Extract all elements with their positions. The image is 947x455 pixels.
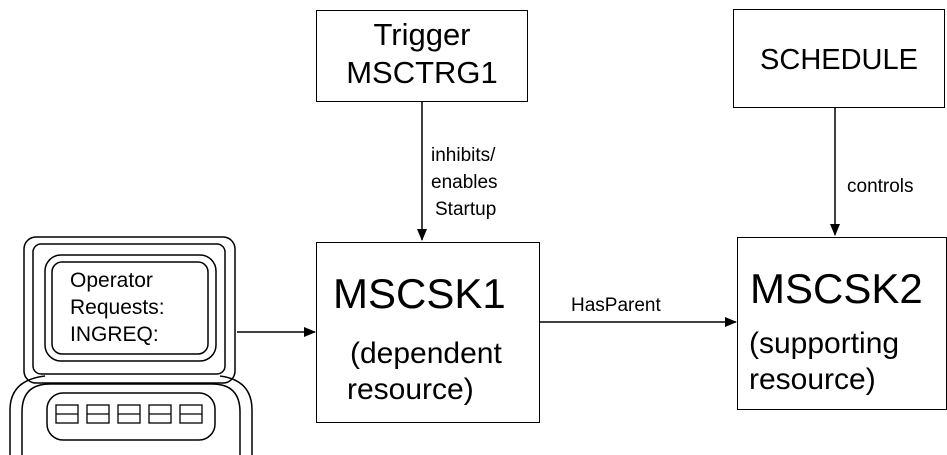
hasparent-arrow-label: HasParent xyxy=(571,295,661,316)
trigger-arrow-label-line3: Startup xyxy=(435,199,497,220)
mscsk2-desc-line1: (supporting xyxy=(749,327,900,360)
mscsk1-desc-line2: resource) xyxy=(347,373,474,406)
terminal-text-line1: Operator xyxy=(70,269,153,292)
keyboard-keys xyxy=(55,404,203,424)
terminal-text-line3: INGREQ: xyxy=(70,323,159,346)
schedule-box-label: SCHEDULE xyxy=(760,44,918,76)
trigger-box: Trigger MSCTRG1 xyxy=(316,10,528,102)
mscsk2-desc-line2: resource) xyxy=(749,363,876,396)
mscsk1-name: MSCSK1 xyxy=(333,270,506,317)
trigger-arrow-label-line2: enables xyxy=(431,172,498,193)
mscsk1-box: MSCSK1 (dependent resource) xyxy=(316,242,540,423)
mscsk1-desc-line1: (dependent xyxy=(350,337,502,370)
trigger-arrow-label-line1: inhibits/ xyxy=(431,145,496,166)
terminal-icon xyxy=(9,236,253,455)
mscsk2-name: MSCSK2 xyxy=(750,265,923,312)
schedule-arrow-label: controls xyxy=(847,176,914,197)
mscsk2-box: MSCSK2 (supporting resource) xyxy=(737,237,947,410)
trigger-box-title: Trigger xyxy=(373,17,471,52)
trigger-box-id: MSCTRG1 xyxy=(346,55,498,90)
terminal-text-line2: Requests: xyxy=(70,296,165,319)
schedule-box: SCHEDULE xyxy=(733,9,945,108)
